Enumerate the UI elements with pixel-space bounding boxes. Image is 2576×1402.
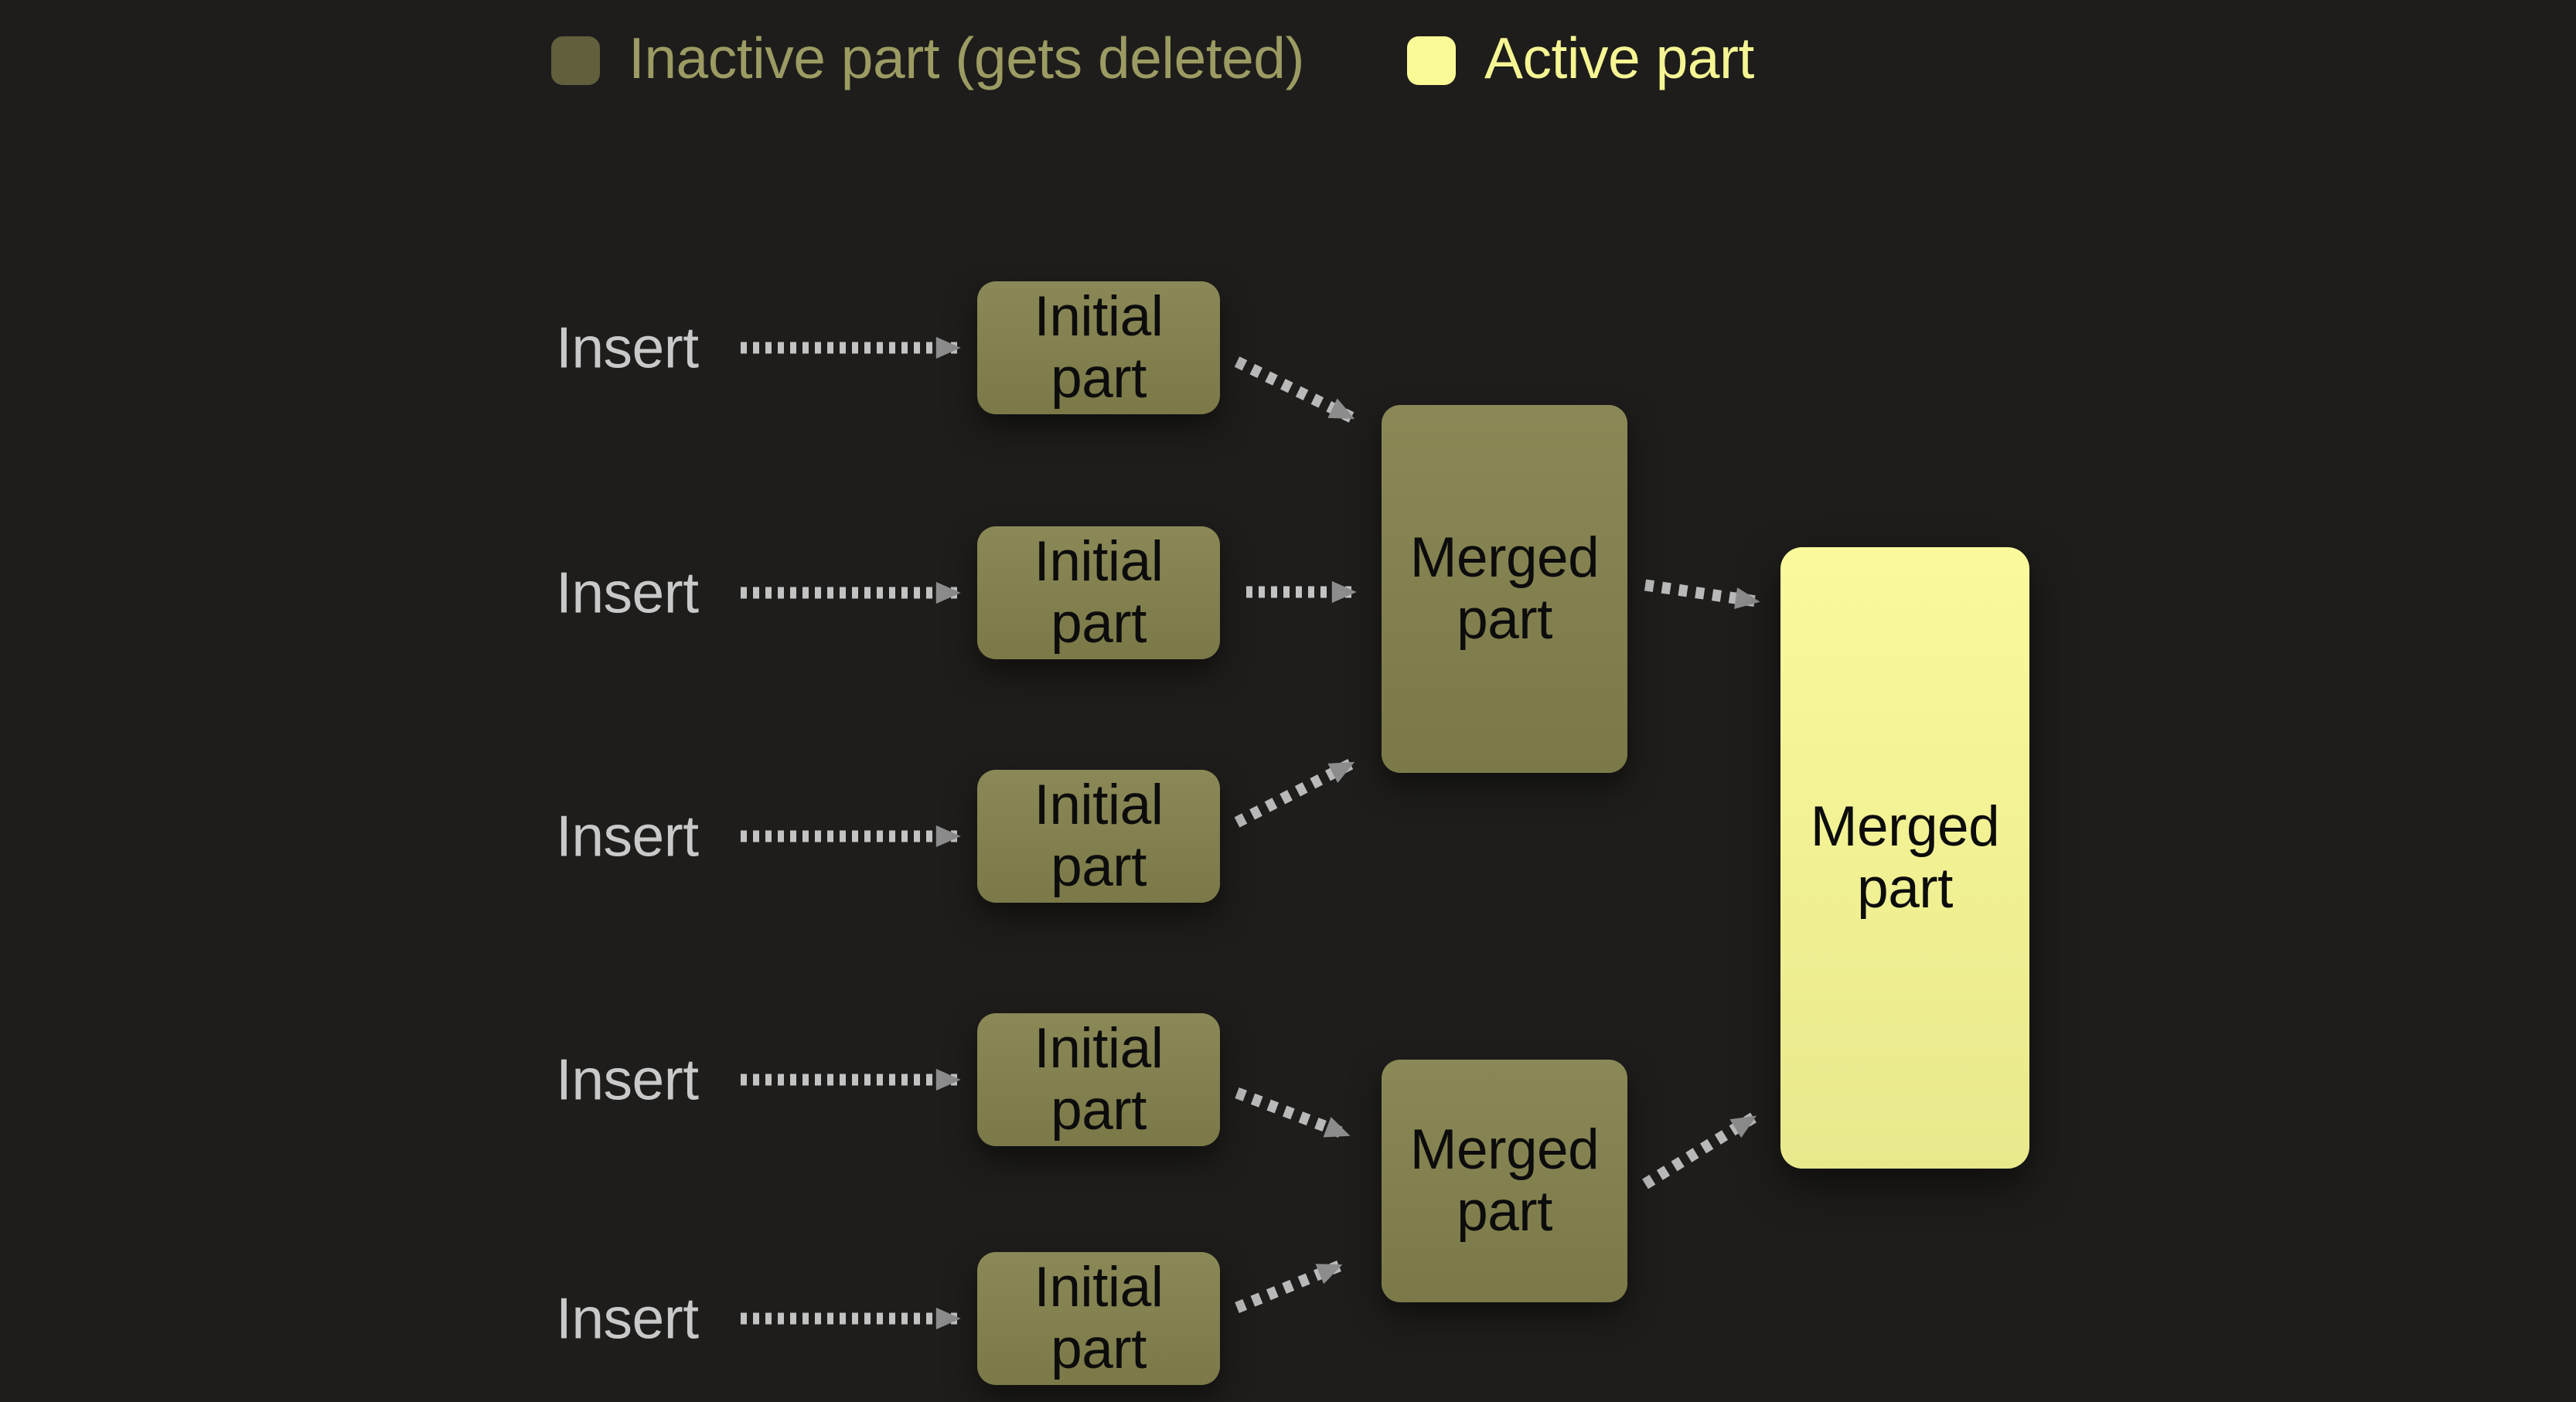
initial-part-box-2: Initial part xyxy=(977,526,1220,659)
legend-item-active: Active part xyxy=(1407,29,1754,87)
merged-part-box-top: Merged part xyxy=(1382,405,1627,773)
merge-arrow-initial4-to-merged-bottom xyxy=(1235,1087,1351,1141)
merge-arrow-merged-top-to-final xyxy=(1644,579,1760,610)
insert-label-4: Insert xyxy=(556,1046,699,1112)
legend-item-inactive: Inactive part (gets deleted) xyxy=(551,29,1305,87)
insert-label-2: Insert xyxy=(556,560,699,625)
insert-label-1: Insert xyxy=(556,315,699,380)
merged-part-box-bottom: Merged part xyxy=(1382,1060,1627,1302)
merge-arrow-initial5-to-merged-bottom xyxy=(1235,1261,1343,1313)
initial-part-box-4: Initial part xyxy=(977,1013,1220,1146)
merge-arrow-merged-bottom-to-final xyxy=(1642,1112,1757,1189)
initial-part-box-5: Initial part xyxy=(977,1252,1220,1385)
merged-part-box-final: Merged part xyxy=(1780,547,2029,1169)
legend-active-label: Active part xyxy=(1484,26,1754,90)
active-swatch-icon xyxy=(1407,36,1456,85)
initial-part-box-1: Initial part xyxy=(977,281,1220,414)
legend-inactive-label: Inactive part (gets deleted) xyxy=(629,26,1305,90)
merge-arrow-initial1-to-merged-top xyxy=(1234,356,1355,423)
inactive-swatch-icon xyxy=(551,36,600,85)
initial-part-box-3: Initial part xyxy=(977,770,1220,903)
insert-label-5: Insert xyxy=(556,1285,699,1351)
merge-arrow-initial3-to-merged-top xyxy=(1234,758,1355,828)
insert-label-3: Insert xyxy=(556,803,699,869)
